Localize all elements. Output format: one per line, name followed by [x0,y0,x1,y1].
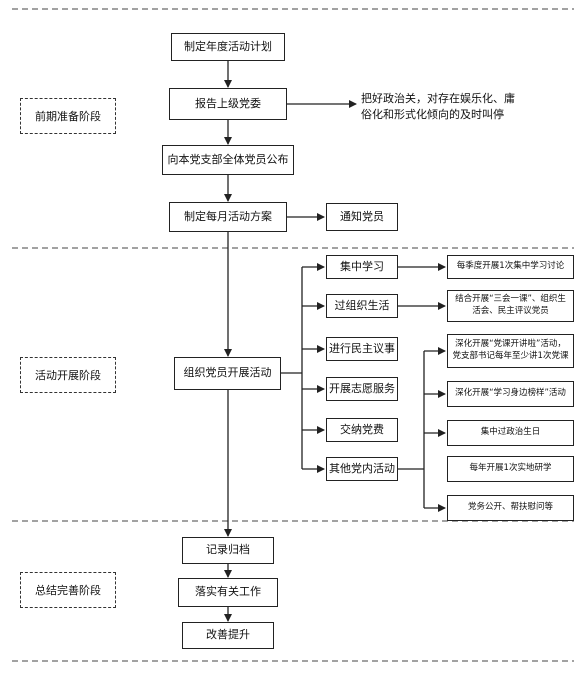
step-annual-plan: 制定年度活动计划 [171,33,285,61]
report-note: 把好政治关，对存在娱乐化、庸俗化和形式化倾向的及时叫停 [361,92,515,121]
detail-political-birthday: 集中过政治生日 [447,420,574,446]
activity-type-org-life: 过组织生活 [326,294,398,318]
detail-party-lecture: 深化开展“党课开讲啦”活动，党支部书记每年至少讲1次党课 [447,334,574,368]
step-implement-work: 落实有关工作 [178,578,278,607]
step-archive-records: 记录归档 [182,537,274,564]
detail-study: 每季度开展1次集中学习讨论 [447,255,574,279]
detail-org-life: 结合开展“三会一课”、组织生活会、民主评议党员 [447,290,574,322]
activity-type-volunteer: 开展志愿服务 [326,377,398,401]
step-report-committee: 报告上级党委 [169,88,287,120]
stage-prep: 前期准备阶段 [20,98,116,134]
step-publish-members: 向本党支部全体党员公布 [162,145,294,175]
activity-type-study: 集中学习 [326,255,398,279]
step-monthly-plan: 制定每月活动方案 [169,202,287,232]
activity-type-dues: 交纳党费 [326,418,398,442]
stage-activity: 活动开展阶段 [20,357,116,393]
step-organize-activities: 组织党员开展活动 [174,357,281,390]
detail-field-research: 每年开展1次实地研学 [447,456,574,482]
detail-public-service: 党务公开、帮扶慰问等 [447,495,574,521]
activity-type-democracy: 进行民主议事 [326,337,398,361]
step-notify-members: 通知党员 [326,203,398,231]
stage-summary: 总结完善阶段 [20,572,116,608]
step-improve: 改善提升 [182,622,274,649]
detail-role-model: 深化开展“学习身边榜样”活动 [447,381,574,407]
activity-type-other: 其他党内活动 [326,457,398,481]
